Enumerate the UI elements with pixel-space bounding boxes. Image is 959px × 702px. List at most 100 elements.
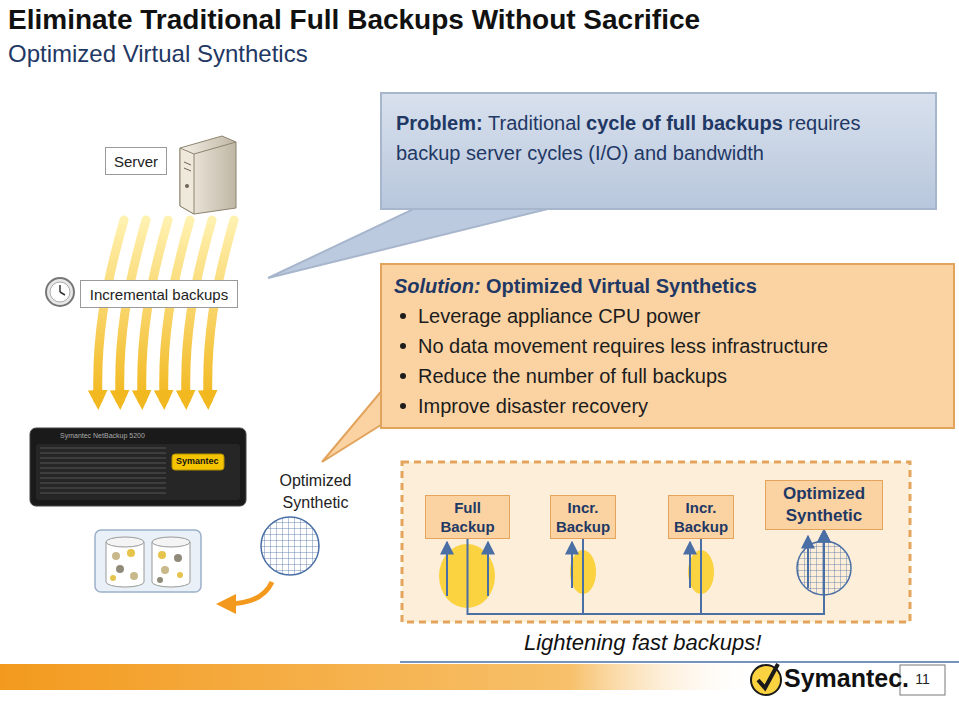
box-text: Solution: xyxy=(394,275,481,297)
bus-connector xyxy=(701,530,824,614)
backup-appliance xyxy=(36,444,240,500)
appliance-badge: Symantec xyxy=(176,456,219,466)
server-icon xyxy=(194,142,236,154)
box-text: Problem: xyxy=(396,112,483,134)
disk-store xyxy=(161,566,169,574)
data-arrows xyxy=(446,542,448,596)
incremental-label: Incremental backups xyxy=(80,280,238,308)
text-row: Improve disaster recovery xyxy=(394,391,941,421)
disk-store xyxy=(177,572,183,578)
disk-store xyxy=(95,530,201,592)
synthetic-box: Optimized Synthetic xyxy=(765,480,883,530)
symantec-logo-mark xyxy=(751,665,781,695)
text-row: Leverage appliance CPU power xyxy=(394,301,941,331)
box-text: Incr. Backup xyxy=(556,499,610,535)
backup-box: Full Backup xyxy=(425,495,510,539)
backup-appliance xyxy=(30,428,246,506)
slide-title: Eliminate Traditional Full Backups Witho… xyxy=(8,4,700,36)
disk-store xyxy=(106,542,144,587)
disk-store xyxy=(112,552,120,560)
disk-store xyxy=(130,572,138,580)
text-row: Solution:Optimized Virtual Synthetics xyxy=(394,271,941,301)
backup-appliance xyxy=(40,477,166,479)
box-text: Reduce the number of full backups xyxy=(418,365,727,387)
box-text: No data movement requires less infrastru… xyxy=(418,335,828,357)
text-row: Full Backup xyxy=(429,498,506,536)
problem-callout: Problem:Traditionalcycle of full backups… xyxy=(380,92,937,210)
text-row: Problem:Traditionalcycle of full backups… xyxy=(396,108,921,168)
disk-store xyxy=(158,551,166,559)
subtitle: Optimized Virtual Synthetics xyxy=(8,40,308,68)
box-text: Optimized Virtual Synthetics xyxy=(486,275,757,297)
symantec-logo-mark xyxy=(758,664,778,688)
clock-icon xyxy=(46,278,74,306)
page-number: 11 xyxy=(900,671,945,687)
server-icon xyxy=(180,148,194,214)
tagline: Lightening fast backups! xyxy=(524,630,761,656)
text-row: Server xyxy=(114,153,158,170)
bus-connector xyxy=(468,530,825,614)
data-arrows xyxy=(447,536,808,596)
text-row: Incremental backups xyxy=(90,286,228,303)
appliance-model: Symantec NetBackup 5200 xyxy=(60,432,145,439)
disk-store xyxy=(152,537,190,547)
backup-appliance xyxy=(40,448,166,493)
backup-appliance xyxy=(40,452,166,454)
clock-icon xyxy=(59,285,61,292)
disk-store xyxy=(95,530,201,592)
disk-store xyxy=(116,565,124,573)
box-text: Leverage appliance CPU power xyxy=(418,305,700,327)
server-icon xyxy=(184,168,191,171)
box-text: Incr. Backup xyxy=(674,499,728,535)
appliance-caption: Optimized Synthetic xyxy=(268,470,363,514)
data-arrows xyxy=(807,536,809,588)
backup-flow-arrows xyxy=(208,220,234,400)
disk-store xyxy=(106,537,144,547)
bus-connector xyxy=(583,530,824,614)
text-row: No data movement requires less infrastru… xyxy=(394,331,941,361)
disk-store xyxy=(157,577,163,583)
disk-store xyxy=(152,542,190,587)
backup-box: Incr. Backup xyxy=(550,495,616,539)
box-text: Full Backup xyxy=(440,499,494,535)
box-text: cycle of full backups xyxy=(586,112,783,134)
backup-appliance xyxy=(40,482,166,484)
box-text: Server xyxy=(114,153,158,170)
box-text: Improve disaster recovery xyxy=(418,395,648,417)
backup-appliance xyxy=(40,462,166,464)
timeline-region xyxy=(402,462,910,622)
backup-appliance xyxy=(40,447,166,449)
box-text: Incremental backups xyxy=(90,286,228,303)
symantec-logo-mark xyxy=(751,664,781,695)
text-row: Reduce the number of full backups xyxy=(394,361,941,391)
disk-store xyxy=(174,554,182,562)
footer-rule xyxy=(400,661,959,663)
footer-bar xyxy=(0,664,760,690)
company-logo: Symantec. xyxy=(784,664,909,693)
clock-icon xyxy=(60,292,65,295)
clock-icon xyxy=(46,278,74,306)
text-row: Incr. Backup xyxy=(554,498,612,536)
backup-appliance xyxy=(40,492,166,494)
clock-icon xyxy=(50,282,70,302)
data-arrows xyxy=(487,542,489,596)
disk-store xyxy=(110,575,116,581)
synthetic-image xyxy=(261,517,319,575)
disk-store xyxy=(127,549,135,557)
text-row: Optimized Synthetic xyxy=(769,483,879,527)
text-row: Incr. Backup xyxy=(672,498,730,536)
backup-appliance xyxy=(40,487,166,489)
server-icon xyxy=(184,162,191,165)
restore-arrow xyxy=(226,582,272,604)
backup-appliance xyxy=(172,454,224,470)
callout-tail xyxy=(322,388,384,462)
backup-flow-arrows xyxy=(98,220,234,400)
backup-appliance xyxy=(30,428,246,506)
server-icon xyxy=(180,136,236,214)
server-icon xyxy=(185,184,189,188)
backup-appliance xyxy=(40,472,166,474)
backup-box: Incr. Backup xyxy=(668,495,734,539)
box-text: Traditional xyxy=(488,112,581,134)
data-arrows xyxy=(571,542,573,588)
